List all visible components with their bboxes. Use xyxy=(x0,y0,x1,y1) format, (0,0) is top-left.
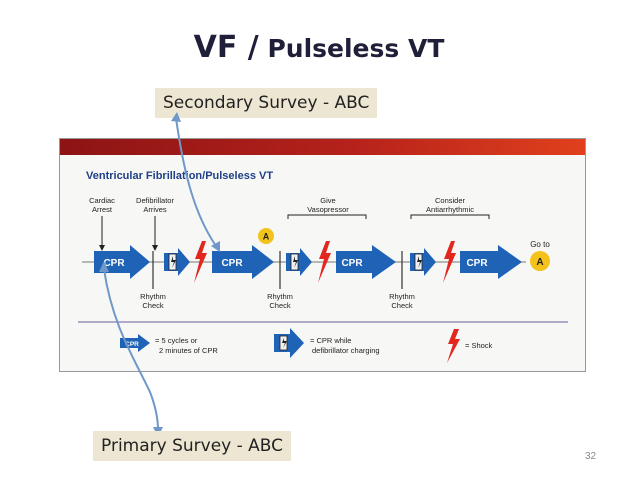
defib-label-1: Defibrillator xyxy=(136,196,174,205)
cardiac-label-2: Arrest xyxy=(92,205,113,214)
title-main: VF / xyxy=(193,30,259,65)
secondary-arrow-head-top xyxy=(171,112,181,122)
slide-title: VF / Pulseless VT xyxy=(0,30,638,65)
legend-charge-desc-2: defibrillator charging xyxy=(312,346,380,355)
cardiac-label-1: Cardiac xyxy=(89,196,115,205)
cpr-arrow-3 xyxy=(336,245,396,279)
secondary-arrow-line xyxy=(175,117,217,247)
legend-shock-desc: = Shock xyxy=(465,341,493,350)
check-label-3: Check xyxy=(391,301,413,310)
legend-cpr-arrow-label: CPR xyxy=(125,341,139,348)
title-rest: Pulseless VT xyxy=(258,34,445,63)
legend-cpr-desc-1: = 5 cycles or xyxy=(155,336,198,345)
defib-label-2: Arrives xyxy=(143,205,167,214)
badge-a-1-text: A xyxy=(263,232,270,242)
cpr-label-2: CPR xyxy=(221,258,243,269)
cpr-label-3: CPR xyxy=(341,258,363,269)
antiarrhythmic-label-1: Consider xyxy=(435,196,466,205)
badge-a-1 xyxy=(258,228,274,244)
rhythm-label-3: Rhythm xyxy=(389,292,415,301)
primary-arrow-line xyxy=(103,268,159,431)
legend-charge-desc-1: = CPR while xyxy=(310,336,351,345)
shock-bolt-icon-2 xyxy=(318,241,331,283)
badge-a-2 xyxy=(530,251,550,271)
algorithm-diagram: Ventricular Fibrillation/Pulseless VT Ca… xyxy=(60,139,585,363)
check-label-2: Check xyxy=(269,301,291,310)
slide-number: 32 xyxy=(585,451,597,462)
shock-bolt-icon-1 xyxy=(194,241,207,283)
cpr-arrow-2 xyxy=(212,245,274,279)
antiarrhythmic-label-2: Antiarrhythmic xyxy=(426,205,474,214)
cardiac-arrow-head xyxy=(99,245,105,251)
cpr-arrow-4 xyxy=(460,245,522,279)
rhythm-label-1: Rhythm xyxy=(140,292,166,301)
vasopressor-label-2: Vasopressor xyxy=(307,205,349,214)
secondary-arrow-head-bottom xyxy=(211,241,220,252)
primary-survey-callout: Primary Survey - ABC xyxy=(93,431,292,461)
legend-cpr-desc-2: 2 minutes of CPR xyxy=(159,346,218,355)
secondary-survey-callout: Secondary Survey - ABC xyxy=(155,88,378,118)
badge-a-2-text: A xyxy=(536,257,543,268)
algorithm-figure: Ventricular Fibrillation/Pulseless VT Ca… xyxy=(59,138,586,372)
shock-bolt-icon-3 xyxy=(443,241,456,283)
vasopressor-label-1: Give xyxy=(320,196,335,205)
charge-bolt-icon-1 xyxy=(171,256,176,268)
rhythm-label-2: Rhythm xyxy=(267,292,293,301)
check-label-1: Check xyxy=(142,301,164,310)
legend-charge-arrow xyxy=(274,328,304,358)
legend-charge-bolt-icon xyxy=(282,338,287,348)
vasopressor-bracket xyxy=(287,214,367,219)
header-band xyxy=(60,139,585,155)
legend-shock-bolt-icon xyxy=(447,329,460,363)
cpr-label-4: CPR xyxy=(466,258,488,269)
defib-arrow-head xyxy=(152,245,158,251)
charge-bolt-icon-2 xyxy=(293,256,298,268)
antiarrhythmic-bracket xyxy=(410,214,490,219)
primary-arrow-head-top xyxy=(99,261,109,272)
cpr-label-1: CPR xyxy=(103,258,125,269)
charge-bolt-icon-3 xyxy=(417,256,422,268)
algorithm-heading: Ventricular Fibrillation/Pulseless VT xyxy=(86,170,273,182)
goto-label: Go to xyxy=(530,240,550,249)
